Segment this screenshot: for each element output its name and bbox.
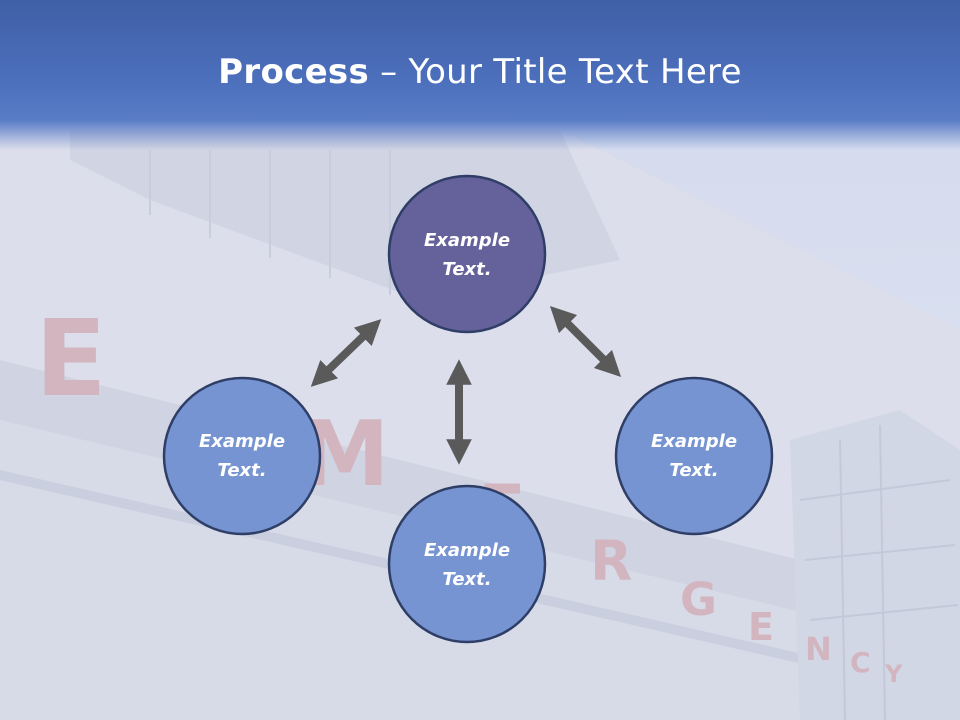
svg-text:N: N <box>805 630 832 668</box>
node-right: Example Text. <box>614 376 774 536</box>
header-band <box>0 0 960 150</box>
node-bottom-line1: Example <box>424 540 510 561</box>
svg-text:E: E <box>748 605 774 649</box>
title-bold: Process <box>218 52 370 92</box>
node-top-line1: Example <box>424 230 510 251</box>
node-left-line1: Example <box>199 431 285 452</box>
node-bottom: Example Text. <box>387 484 547 644</box>
arrow-top-left <box>310 319 382 387</box>
node-right-line1: Example <box>651 431 737 452</box>
svg-text:E: E <box>35 298 107 420</box>
slide-title: Process – Your Title Text Here <box>0 52 960 92</box>
node-top-line2: Text. <box>442 259 491 280</box>
arrow-top-right <box>549 305 622 378</box>
node-left-line2: Text. <box>217 460 266 481</box>
title-rest: Your Title Text Here <box>408 52 742 92</box>
svg-text:R: R <box>590 529 632 593</box>
node-right-line2: Text. <box>669 460 718 481</box>
node-left: Example Text. <box>162 376 322 536</box>
svg-text:C: C <box>850 646 871 679</box>
svg-text:Y: Y <box>884 660 903 688</box>
node-bottom-line2: Text. <box>442 569 491 590</box>
node-top: Example Text. <box>387 174 547 334</box>
title-separator: – <box>369 52 409 92</box>
svg-text:G: G <box>680 573 717 626</box>
